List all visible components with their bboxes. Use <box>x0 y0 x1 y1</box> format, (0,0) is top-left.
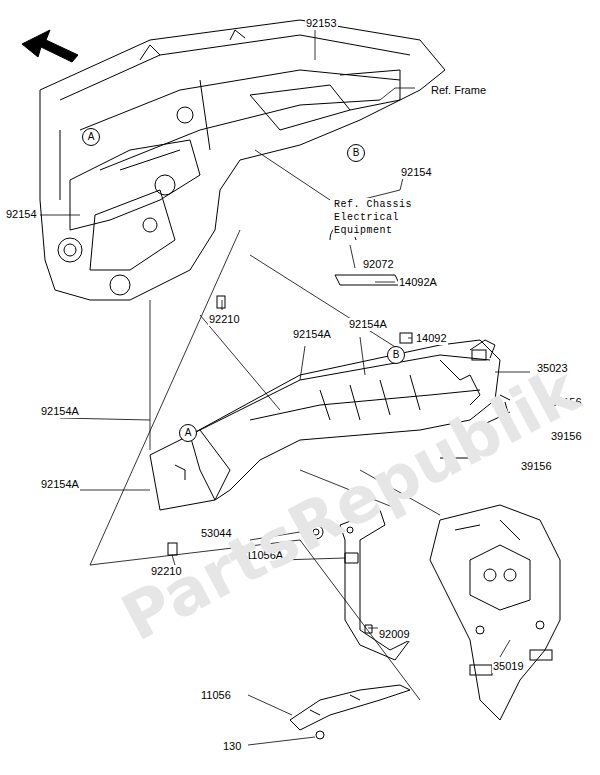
callout-number: 92154A <box>292 328 332 341</box>
reference-circle: A <box>82 128 100 146</box>
callout-number: 11056 <box>200 689 232 702</box>
callout-number: 92153 <box>305 17 338 30</box>
callout-number: 92154A <box>348 318 388 331</box>
callout-number: 92072 <box>362 258 395 271</box>
reference-letter: B <box>393 350 400 360</box>
callout-number: 92154A <box>40 405 80 418</box>
callout-number: 130 <box>222 740 242 753</box>
callout-number: 92154 <box>400 166 433 179</box>
callout-number: 92009 <box>378 628 411 641</box>
callout-number: 92154 <box>5 208 38 221</box>
reference-circle: A <box>179 424 197 442</box>
callout-number: 14092A <box>398 276 438 289</box>
watermark: PartsRepublik <box>110 353 591 655</box>
callout-number: 92210 <box>208 313 241 326</box>
reference-letter: A <box>88 132 95 142</box>
callout-number: 39156 <box>520 460 553 473</box>
reference-note: Ref. Frame <box>430 84 487 97</box>
callout-number: 35019 <box>492 660 525 673</box>
reference-letter: A <box>185 428 192 438</box>
reference-circle: B <box>387 346 405 364</box>
reference-circle: B <box>347 144 365 162</box>
reference-letter: B <box>353 148 360 158</box>
reference-note: Ref. Chassis Electrical Equipment <box>333 198 435 237</box>
callout-number: 14092 <box>415 332 448 345</box>
callout-number: 92154A <box>40 478 80 491</box>
